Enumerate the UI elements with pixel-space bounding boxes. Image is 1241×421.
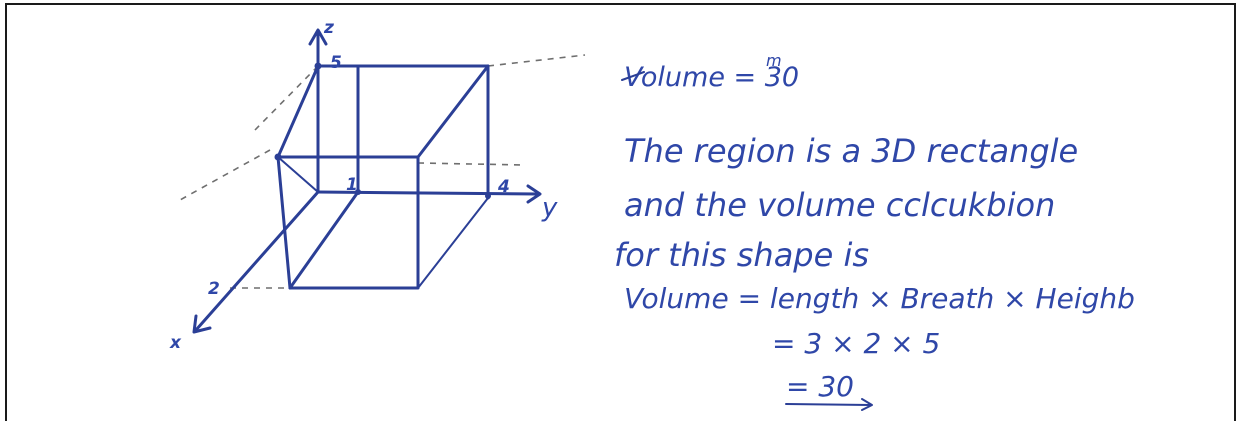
sentence-line-3: for this shape is: [614, 236, 869, 274]
frame-right-border: [1234, 3, 1236, 421]
y-axis: [316, 190, 540, 196]
z-axis-arrowhead: [308, 28, 328, 46]
origin-tick-label: 1: [346, 175, 358, 195]
box-right-top-edge: [416, 64, 490, 159]
z-axis-label: z: [323, 18, 334, 38]
box-bottom-left-edge: [288, 190, 360, 290]
box-left-top-edge: [276, 64, 320, 159]
result-underline-arrow: [785, 398, 873, 411]
sentence-line-2: and the volume cclcukbion: [624, 186, 1055, 224]
substitution-line: = 3 × 2 × 5: [772, 327, 940, 360]
frame-top-border: [5, 3, 1236, 5]
sentence-line-1: The region is a 3D rectangle: [624, 132, 1078, 170]
z-tick-label: 5: [330, 53, 342, 73]
correction-letter: m: [766, 51, 782, 70]
handwritten-text: Volume = 30 m The region is a 3D rectang…: [614, 51, 1135, 411]
x-tick-label: 2: [208, 279, 220, 299]
guide-dash-mid-right: [417, 162, 526, 166]
box-bottom-right-edge: [417, 197, 489, 289]
guide-dash-top-right: [487, 54, 586, 67]
volume-formula: Volume = length × Breath × Heighb: [624, 282, 1135, 315]
guide-dash-left: [179, 149, 271, 201]
guide-dash-top-left: [254, 65, 319, 131]
x-axis: [194, 190, 320, 332]
crossed-out-mark: [621, 71, 645, 81]
box-diagram: z 5 1 4 y 2 x: [169, 18, 586, 353]
point-y4: [485, 193, 491, 199]
frame-left-border: [5, 3, 7, 421]
y-tick-label: 4: [497, 177, 510, 197]
x-axis-label: x: [169, 333, 182, 353]
point-z5: [314, 62, 322, 70]
y-axis-arrowhead: [526, 184, 542, 204]
result-line: = 30: [786, 370, 854, 403]
point-origin: [355, 189, 361, 195]
point-front-top: [274, 153, 282, 161]
x-axis-arrowhead: [192, 314, 212, 334]
y-axis-label: y: [541, 193, 558, 223]
box-back-top-edge: [316, 64, 490, 200]
box-hidden-edge: [277, 156, 319, 193]
volume-statement: Volume = 30: [624, 62, 799, 93]
